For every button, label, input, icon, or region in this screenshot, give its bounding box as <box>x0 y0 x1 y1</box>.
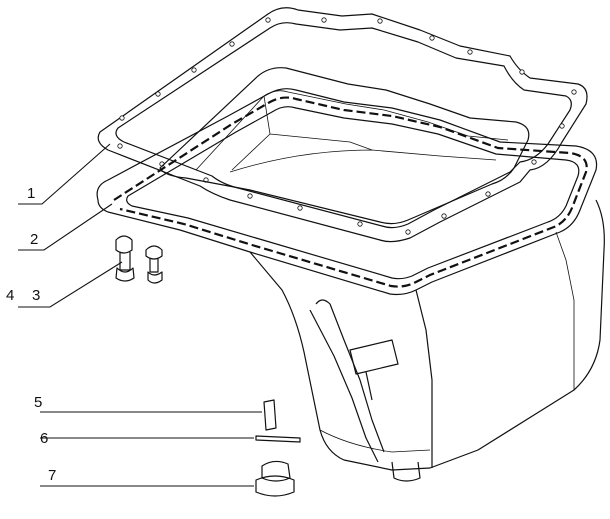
bolt-and-washer-part <box>115 235 163 284</box>
pan-interior-corner <box>231 95 373 171</box>
pan-flange-rib <box>113 96 588 288</box>
leader-2 <box>18 203 113 251</box>
drain-plug-body <box>261 460 291 482</box>
callout-5: 5 <box>34 394 42 411</box>
gasket-outer-edge <box>97 7 588 243</box>
callout-2: 2 <box>30 231 38 248</box>
gasket-bolt-holes <box>117 17 577 235</box>
callout-4: 4 <box>6 287 14 304</box>
pan-sump-bottom <box>319 429 431 453</box>
callout-3: 3 <box>32 287 40 304</box>
oil-pan-part <box>96 67 605 482</box>
drain-plug-flange <box>255 475 295 497</box>
pan-sump-body <box>249 199 605 471</box>
leader-1 <box>18 143 111 205</box>
bolt-head <box>115 235 133 254</box>
stud-washer <box>145 245 163 284</box>
seal-strip-part <box>255 435 301 443</box>
pan-flange-outer <box>96 88 598 296</box>
leader-4-3 <box>18 261 123 308</box>
bolt-shank <box>115 252 135 282</box>
pan-inner-rim <box>159 67 530 225</box>
pan-flange-inner <box>126 106 580 280</box>
dipstick-bracket <box>349 339 399 401</box>
pan-interior-floor <box>229 149 497 173</box>
callout-labels: 1 2 4 3 5 6 7 <box>6 185 56 484</box>
drain-plug-part <box>255 460 295 497</box>
drain-boss <box>391 461 421 482</box>
gasket-inner-edge <box>115 22 572 229</box>
callout-6: 6 <box>40 430 48 447</box>
callout-7: 7 <box>48 467 56 484</box>
pan-sump-front <box>415 289 433 468</box>
gasket-part <box>97 7 588 243</box>
dipstick-tube <box>309 299 385 463</box>
pin-part <box>263 399 277 431</box>
pan-interior-wall <box>195 90 509 171</box>
leader-lines <box>18 143 262 487</box>
callout-1: 1 <box>27 185 35 202</box>
pan-sump-edge <box>555 231 575 390</box>
